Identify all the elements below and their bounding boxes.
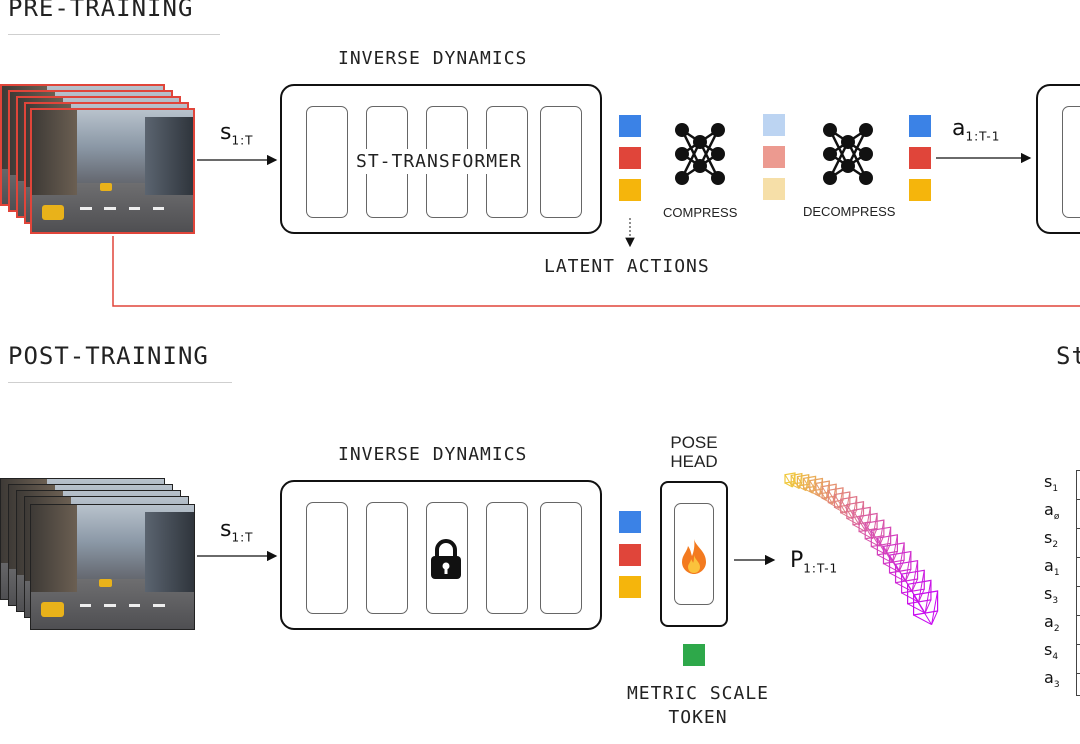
compress-label: COMPRESS bbox=[663, 205, 738, 220]
pose-head-module bbox=[660, 481, 728, 627]
posttraining-frame-stack bbox=[0, 478, 200, 638]
action-token-red bbox=[909, 147, 931, 169]
video-frame-front bbox=[30, 504, 195, 630]
pretraining-frame-stack bbox=[0, 84, 200, 239]
pretraining-module-title: INVERSE DYNAMICS bbox=[338, 48, 528, 69]
action-token-blue bbox=[619, 511, 641, 533]
world-model-slot bbox=[1062, 106, 1080, 218]
pretraining-rule bbox=[8, 34, 220, 35]
decompress-network-icon bbox=[818, 118, 878, 190]
sequence-row bbox=[1077, 645, 1080, 674]
pretraining-title: PRE-TRAINING bbox=[8, 0, 194, 22]
action-token-blue bbox=[909, 115, 931, 137]
sequence-label: aø bbox=[1044, 500, 1060, 523]
sequence-row bbox=[1077, 587, 1080, 616]
world-model-module bbox=[1036, 84, 1080, 234]
sequence-label: s4 bbox=[1044, 640, 1059, 663]
pretraining-output-label: a1:T-1 bbox=[952, 116, 1001, 144]
sequence-label: a1 bbox=[1044, 556, 1060, 579]
transformer-slot bbox=[540, 106, 582, 218]
sequence-row bbox=[1077, 500, 1080, 529]
sequence-labels: s1 aø s2 a1 s3 a2 s4 a3 bbox=[1044, 468, 1080, 692]
compressed-token-blue bbox=[763, 114, 785, 136]
transformer-label: ST-TRANSFORMER bbox=[356, 149, 522, 174]
latent-actions-label: LATENT ACTIONS bbox=[544, 256, 710, 277]
sequence-label: s2 bbox=[1044, 528, 1059, 551]
transformer-slot bbox=[540, 502, 582, 614]
latent-token-blue bbox=[619, 115, 641, 137]
compressed-token-yellow bbox=[763, 178, 785, 200]
transformer-slot bbox=[306, 106, 348, 218]
camera-frustum bbox=[912, 590, 939, 626]
action-token-yellow bbox=[619, 576, 641, 598]
latent-token-red bbox=[619, 147, 641, 169]
sequence-row bbox=[1077, 471, 1080, 500]
fire-icon bbox=[678, 537, 710, 575]
sequence-label: s1 bbox=[1044, 472, 1059, 495]
sequence-label: a2 bbox=[1044, 612, 1060, 635]
transformer-slot bbox=[486, 502, 528, 614]
compressed-token-red bbox=[763, 146, 785, 168]
posttraining-module-title: INVERSE DYNAMICS bbox=[338, 444, 528, 465]
posttraining-title: POST-TRAINING bbox=[8, 342, 209, 370]
sequence-row bbox=[1077, 558, 1080, 587]
action-token-yellow bbox=[909, 179, 931, 201]
camera-frustum bbox=[888, 550, 912, 582]
transformer-slot bbox=[306, 502, 348, 614]
compress-network-icon bbox=[670, 118, 730, 190]
video-frame-front bbox=[30, 108, 195, 234]
pretraining-input-label: s1:T bbox=[220, 120, 254, 148]
camera-trajectory-graphic bbox=[770, 460, 950, 630]
action-token-red bbox=[619, 544, 641, 566]
metric-scale-label: METRIC SCALE TOKEN bbox=[626, 683, 770, 728]
latent-token-yellow bbox=[619, 179, 641, 201]
camera-frustum bbox=[882, 542, 905, 573]
sequence-label: a3 bbox=[1044, 668, 1060, 691]
transformer-slot bbox=[366, 502, 408, 614]
frozen-inverse-dynamics-module bbox=[280, 480, 602, 630]
pose-output-label: P1:T-1 bbox=[790, 548, 839, 576]
lock-icon bbox=[428, 537, 464, 581]
sequence-label: s3 bbox=[1044, 584, 1059, 607]
decompress-label: DECOMPRESS bbox=[803, 204, 896, 219]
pose-head-label: POSE HEAD bbox=[670, 433, 718, 471]
metric-scale-token bbox=[683, 644, 705, 666]
sequence-row bbox=[1077, 529, 1080, 558]
posttraining-input-label: s1:T bbox=[220, 517, 254, 545]
sequence-section-title: St bbox=[1056, 342, 1080, 370]
sequence-table bbox=[1076, 470, 1080, 696]
inverse-dynamics-module: ST-TRANSFORMER bbox=[280, 84, 602, 234]
posttraining-rule bbox=[8, 382, 232, 383]
sequence-row bbox=[1077, 616, 1080, 645]
